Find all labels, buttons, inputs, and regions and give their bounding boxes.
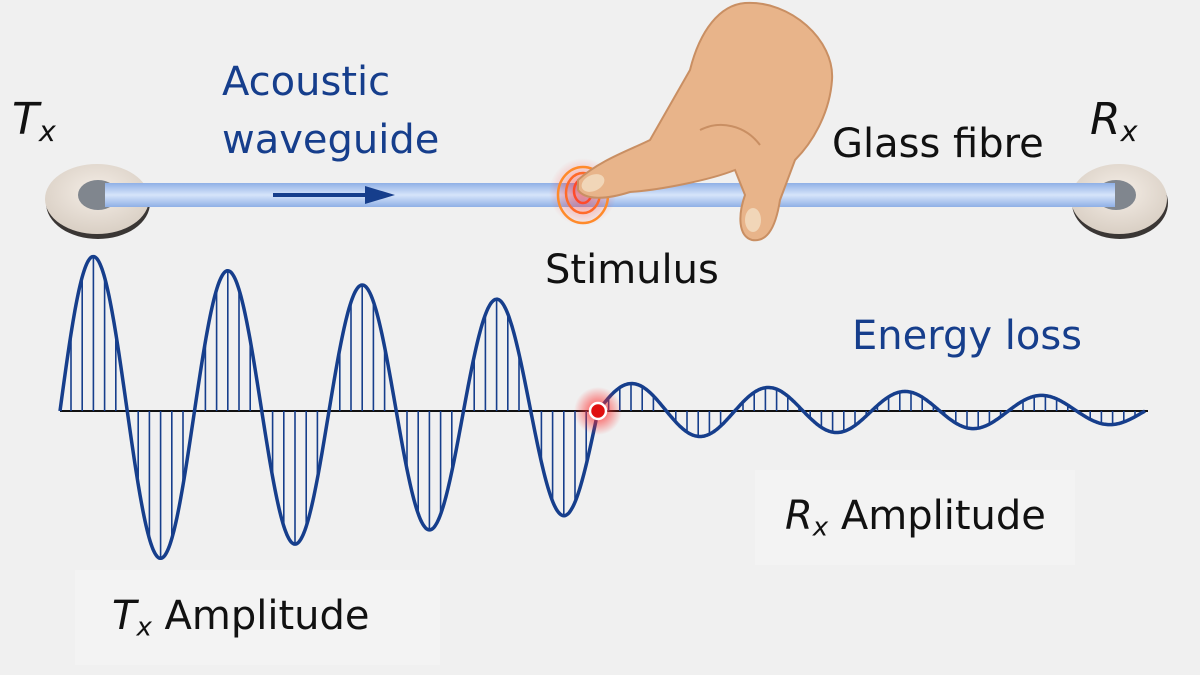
- stimulus-label: Stimulus: [545, 247, 719, 293]
- tx-amplitude-label: Tx Amplitude: [112, 593, 370, 643]
- propagation-arrow: [273, 186, 395, 204]
- acoustic-label-line2: waveguide: [222, 117, 440, 163]
- rx-label: Rx: [1090, 94, 1138, 149]
- tx-label-box: [75, 570, 440, 665]
- glass-fibre-label: Glass fibre: [832, 121, 1044, 167]
- rx-amplitude-label: Rx Amplitude: [785, 493, 1046, 543]
- tx-label: Tx: [12, 94, 56, 149]
- rx-label-box: [755, 470, 1075, 565]
- touch-point-marker: [574, 387, 622, 435]
- acoustic-label-line1: Acoustic: [222, 59, 391, 105]
- hand-icon: [577, 1, 834, 242]
- energy-loss-label: Energy loss: [852, 313, 1083, 359]
